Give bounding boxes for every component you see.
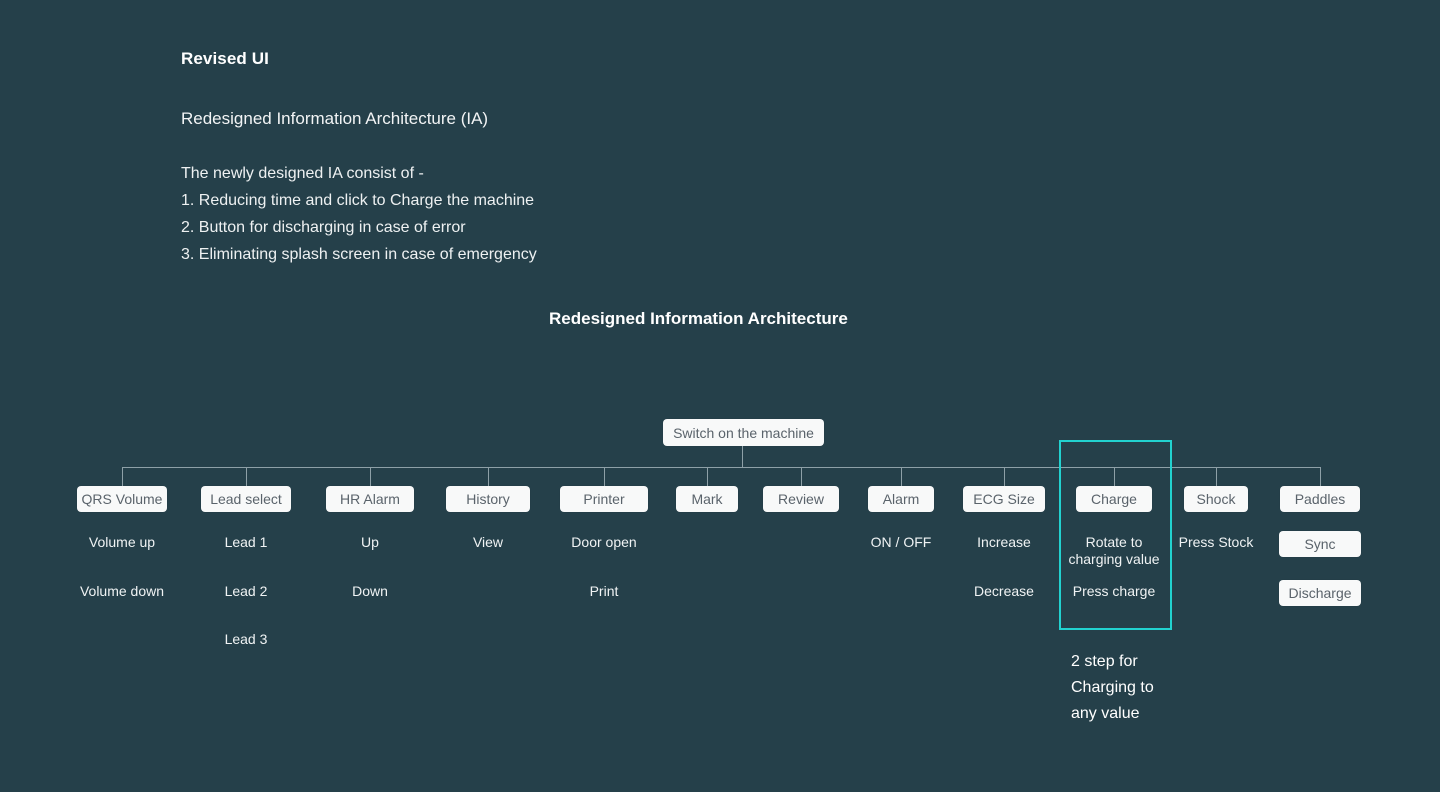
node-mark[interactable]: Mark (676, 486, 738, 512)
connector-stem-paddles (1320, 467, 1321, 486)
node-printer[interactable]: Printer (560, 486, 648, 512)
connector-stem-alarm (901, 467, 902, 486)
connector-bus (122, 467, 1321, 468)
connector-stem-history (488, 467, 489, 486)
connector-stem-charge (1114, 467, 1115, 486)
subnode-on-off: ON / OFF (870, 534, 932, 550)
subnode-door-open: Door open (571, 534, 637, 550)
node-lead-select[interactable]: Lead select (201, 486, 291, 512)
node-ecg-size[interactable]: ECG Size (963, 486, 1045, 512)
subnode-up: Up (361, 534, 379, 550)
intro-body: The newly designed IA consist of - 1. Re… (181, 160, 537, 268)
node-review[interactable]: Review (763, 486, 839, 512)
intro-line: 3. Eliminating splash screen in case of … (181, 246, 537, 263)
subnode-press-charge: Press charge (1072, 583, 1156, 599)
connector-stem-review (801, 467, 802, 486)
diagram-title: Redesigned Information Architecture (549, 309, 848, 328)
node-sync[interactable]: Sync (1279, 531, 1361, 557)
connector-stem-qrs-volume (122, 467, 123, 486)
connector-stem-mark (707, 467, 708, 486)
subnode-lead-1: Lead 1 (224, 534, 268, 550)
node-charge[interactable]: Charge (1076, 486, 1152, 512)
subnode-increase: Increase (977, 534, 1031, 550)
intro-line: 1. Reducing time and click to Charge the… (181, 192, 535, 209)
connector-stem-ecg-size (1004, 467, 1005, 486)
intro-subheading: Redesigned Information Architecture (IA) (181, 109, 489, 128)
subnode-down: Down (352, 583, 388, 599)
node-paddles[interactable]: Paddles (1280, 486, 1360, 512)
subnode-press-stock: Press Stock (1178, 534, 1254, 550)
node-discharge[interactable]: Discharge (1279, 580, 1361, 606)
subnode-rotate-to-charging-value: Rotate to charging value (1068, 534, 1160, 567)
connector-stem-printer (604, 467, 605, 486)
subnode-decrease: Decrease (974, 583, 1034, 599)
node-qrs-volume[interactable]: QRS Volume (77, 486, 167, 512)
intro-line: 2. Button for discharging in case of err… (181, 219, 466, 236)
subnode-print: Print (589, 583, 619, 599)
node-switch-on-the-machine[interactable]: Switch on the machine (663, 419, 824, 446)
intro-line: The newly designed IA consist of - (181, 165, 424, 182)
subnode-volume-up: Volume up (88, 534, 156, 550)
connector-root-stem (742, 446, 743, 467)
node-alarm[interactable]: Alarm (868, 486, 934, 512)
subnode-view: View (472, 534, 504, 550)
connector-stem-shock (1216, 467, 1217, 486)
connector-stem-lead-select (246, 467, 247, 486)
subnode-lead-3: Lead 3 (224, 631, 268, 647)
subnode-volume-down: Volume down (79, 583, 165, 599)
node-history[interactable]: History (446, 486, 530, 512)
charge-annotation: 2 step for Charging to any value (1071, 653, 1154, 722)
page-title: Revised UI (181, 49, 269, 68)
subnode-lead-2: Lead 2 (224, 583, 268, 599)
connector-stem-hr-alarm (370, 467, 371, 486)
node-hr-alarm[interactable]: HR Alarm (326, 486, 414, 512)
node-shock[interactable]: Shock (1184, 486, 1248, 512)
